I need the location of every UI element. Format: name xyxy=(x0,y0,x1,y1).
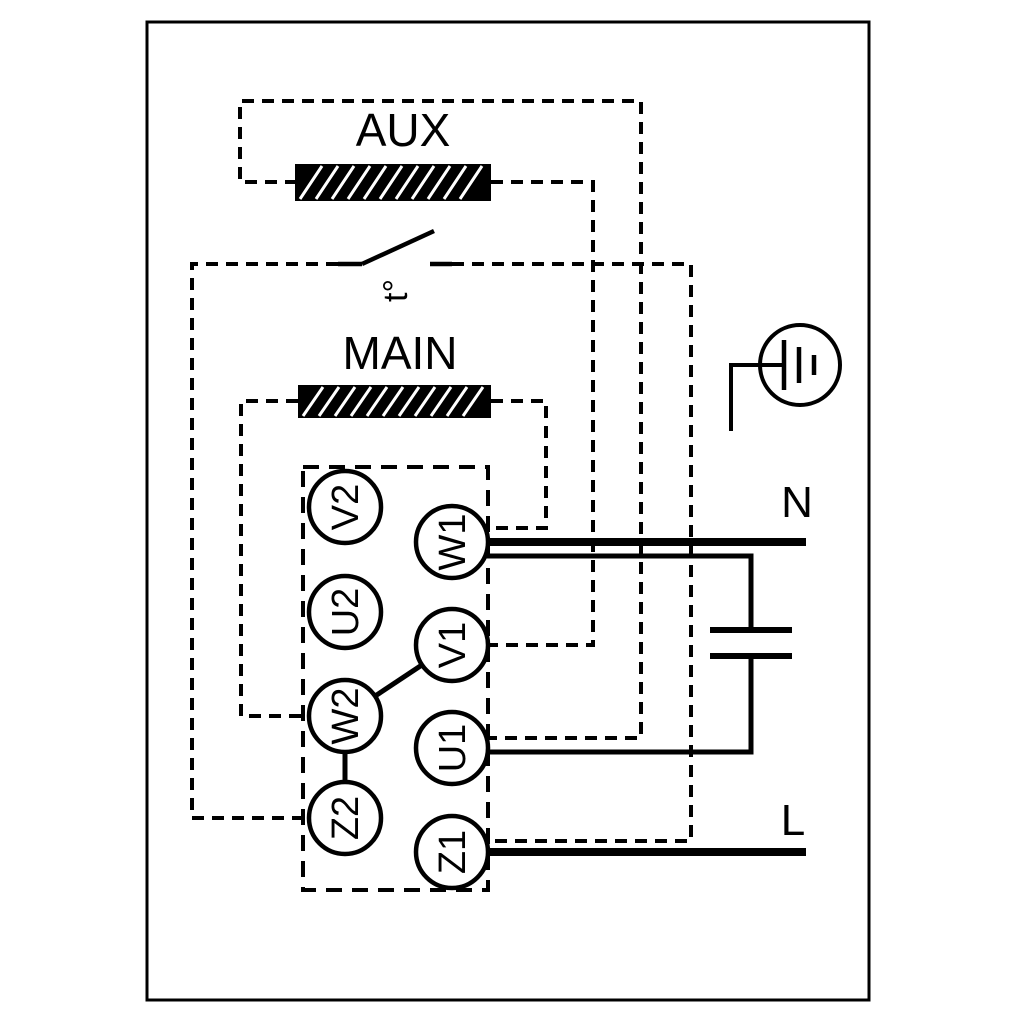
terminal-z1: Z1 xyxy=(413,813,491,891)
terminal-v2-circle xyxy=(306,468,384,546)
terminal-w1: W1 xyxy=(413,503,491,581)
capacitor xyxy=(483,553,792,755)
terminal-u1: U1 xyxy=(413,709,491,787)
terminal-w1-circle xyxy=(413,503,491,581)
aux-winding: AUX xyxy=(295,104,491,201)
wire-aux-left-to-u1 xyxy=(238,99,643,740)
wire-switch-to-z1 xyxy=(452,262,693,843)
terminal-w2: W2 xyxy=(306,677,384,755)
dashed-wires xyxy=(190,99,693,843)
terminal-w2-circle xyxy=(306,677,384,755)
terminal-w1-label: W1 xyxy=(432,514,474,571)
switch-blade xyxy=(361,228,435,267)
terminal-v1: V1 xyxy=(413,606,491,684)
capacitor-bottom-lead xyxy=(485,656,754,755)
thermal-switch: t° xyxy=(338,228,452,302)
diagram-border xyxy=(145,20,871,1002)
terminal-z2-label: Z2 xyxy=(325,796,367,840)
ground-lead xyxy=(729,363,784,431)
terminal-v1-label: V1 xyxy=(432,622,474,668)
wire-switch-to-z2 xyxy=(190,262,338,820)
earth-ground-icon xyxy=(729,323,842,431)
wire-aux-right-to-v1 xyxy=(486,180,595,647)
terminal-v2-label: V2 xyxy=(325,484,367,530)
terminal-z2: Z2 xyxy=(306,779,384,857)
main-label: MAIN xyxy=(343,327,458,379)
main-winding: MAIN xyxy=(298,327,491,418)
wire-main-right-to-w1 xyxy=(484,399,548,530)
terminal-u1-circle xyxy=(413,709,491,787)
terminal-block: V2 U2 W2 Z2 W1 V1 U1 Z1 xyxy=(306,468,491,891)
terminal-w2-label: W2 xyxy=(325,688,367,745)
capacitor-top-lead xyxy=(483,553,754,630)
terminal-z1-circle xyxy=(413,813,491,891)
thermal-switch-label: t° xyxy=(377,279,415,302)
terminal-box xyxy=(301,465,490,892)
terminal-z1-label: Z1 xyxy=(432,830,474,874)
terminal-z2-circle xyxy=(306,779,384,857)
main-coil-hatch xyxy=(301,386,485,417)
terminal-v1-circle xyxy=(413,606,491,684)
terminal-u2-circle xyxy=(306,573,384,651)
terminal-u2: U2 xyxy=(306,573,384,651)
aux-label: AUX xyxy=(356,104,451,156)
wire-main-left-to-w2 xyxy=(239,399,310,718)
terminal-u2-label: U2 xyxy=(325,588,367,637)
supply-lines xyxy=(486,538,806,856)
aux-coil-hatch xyxy=(298,165,484,200)
live-label: L xyxy=(781,796,805,845)
neutral-label: N xyxy=(781,478,813,527)
terminal-u1-label: U1 xyxy=(432,724,474,773)
terminal-v2: V2 xyxy=(306,468,384,546)
